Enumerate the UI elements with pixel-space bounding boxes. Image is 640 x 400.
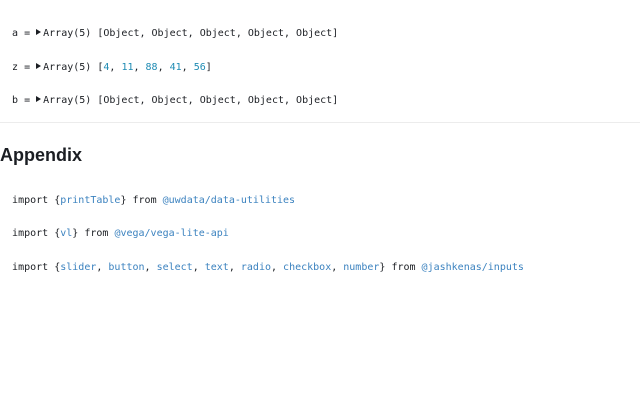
cell-z-output: z = Array(5) [4, 11, 88, 41, 56] [0, 47, 212, 73]
import-cell: import {printTable} from @uwdata/data-ut… [0, 180, 295, 206]
imported-names: printTable [60, 195, 120, 206]
imported-name-link[interactable]: radio [240, 262, 271, 273]
import-cell: import {slider, button, select, text, ra… [0, 247, 524, 273]
array-item: Object [296, 28, 333, 39]
imported-names: vl [60, 228, 72, 239]
list-separator: , [192, 262, 205, 273]
array-type[interactable]: Array(5) [43, 28, 92, 39]
brace-close: } [379, 262, 386, 273]
array-type[interactable]: Array(5) [43, 95, 92, 106]
equals-sign: = [18, 95, 37, 106]
array-item: Object [151, 95, 188, 106]
list-separator: , [284, 95, 297, 106]
imported-name-link[interactable]: select [156, 262, 193, 273]
imported-names: slider, button, select, text, radio, che… [60, 262, 379, 273]
imported-name-link[interactable]: number [343, 262, 380, 273]
from-keyword: from [78, 228, 115, 239]
array-item: Object [296, 95, 333, 106]
array-open-bracket: [ [91, 95, 104, 106]
list-separator: , [133, 62, 146, 73]
list-separator: , [331, 262, 344, 273]
array-item: Object [199, 28, 236, 39]
array-items: Object, Object, Object, Object, Object [103, 95, 332, 106]
array-close-bracket: ] [205, 62, 212, 73]
import-keyword: import [12, 228, 55, 239]
array-number-value: 11 [121, 62, 134, 73]
array-number-value: 4 [103, 62, 110, 73]
brace-open: { [54, 228, 61, 239]
brace-open: { [54, 195, 61, 206]
list-separator: , [235, 28, 248, 39]
array-item: Object [247, 28, 284, 39]
expand-caret-icon[interactable] [36, 63, 42, 69]
list-separator: , [144, 262, 157, 273]
list-separator: , [271, 262, 284, 273]
array-number-value: 56 [193, 62, 206, 73]
array-open-bracket: [ [91, 62, 104, 73]
imported-name-link[interactable]: slider [60, 262, 97, 273]
list-separator: , [139, 28, 152, 39]
equals-sign: = [18, 62, 37, 73]
array-items: Object, Object, Object, Object, Object [103, 28, 332, 39]
imported-name-link[interactable]: text [204, 262, 229, 273]
module-link[interactable]: @uwdata/data-utilities [162, 195, 296, 206]
imported-name-link[interactable]: checkbox [283, 262, 332, 273]
cell-a-output: a = Array(5) [Object, Object, Object, Ob… [0, 13, 338, 39]
imported-name-link[interactable]: button [108, 262, 145, 273]
variable-name: a [12, 28, 19, 39]
array-type[interactable]: Array(5) [43, 62, 92, 73]
array-items: 4, 11, 88, 41, 56 [103, 62, 205, 73]
array-item: Object [103, 28, 140, 39]
list-separator: , [228, 262, 241, 273]
list-separator: , [187, 95, 200, 106]
imported-name-link[interactable]: printTable [60, 195, 121, 206]
brace-open: { [54, 262, 61, 273]
array-item: Object [151, 28, 188, 39]
appendix-heading: Appendix [0, 145, 83, 165]
expand-caret-icon[interactable] [36, 29, 42, 35]
brace-close: } [120, 195, 127, 206]
import-keyword: import [12, 195, 55, 206]
module-link[interactable]: @vega/vega-lite-api [114, 228, 229, 239]
from-keyword: from [385, 262, 422, 273]
list-separator: , [139, 95, 152, 106]
array-close-bracket: ] [332, 28, 339, 39]
list-separator: , [96, 262, 109, 273]
list-separator: , [235, 95, 248, 106]
variable-name: b [12, 95, 19, 106]
import-keyword: import [12, 262, 55, 273]
array-open-bracket: [ [91, 28, 104, 39]
module-link[interactable]: @jashkenas/inputs [421, 262, 524, 273]
array-item: Object [247, 95, 284, 106]
brace-close: } [72, 228, 79, 239]
equals-sign: = [18, 28, 37, 39]
variable-name: z [12, 62, 19, 73]
expand-caret-icon[interactable] [36, 96, 42, 102]
list-separator: , [109, 62, 122, 73]
array-close-bracket: ] [332, 95, 339, 106]
list-separator: , [181, 62, 194, 73]
array-number-value: 88 [145, 62, 158, 73]
array-item: Object [103, 95, 140, 106]
array-item: Object [199, 95, 236, 106]
list-separator: , [157, 62, 170, 73]
list-separator: , [187, 28, 200, 39]
section-divider [0, 122, 640, 123]
from-keyword: from [126, 195, 163, 206]
list-separator: , [284, 28, 297, 39]
imported-name-link[interactable]: vl [60, 228, 73, 239]
cell-b-output: b = Array(5) [Object, Object, Object, Ob… [0, 80, 338, 106]
array-number-value: 41 [169, 62, 182, 73]
import-cell: import {vl} from @vega/vega-lite-api [0, 213, 229, 239]
